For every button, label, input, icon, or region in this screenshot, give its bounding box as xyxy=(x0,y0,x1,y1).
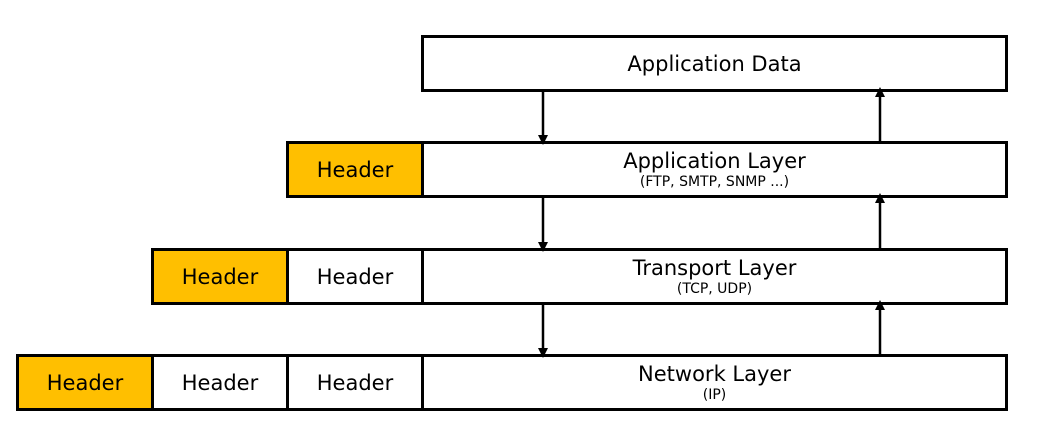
network-layer-label: Network Layer xyxy=(638,361,791,386)
application-layer-protocols: (FTP, SMTP, SNMP ...) xyxy=(639,173,790,190)
application-data-box: Application Data xyxy=(421,35,1008,92)
network-layer-inherited-header-2: Header xyxy=(286,354,424,411)
network-layer-header: Header xyxy=(16,354,154,411)
application-layer-box: Application Layer (FTP, SMTP, SNMP ...) xyxy=(421,141,1008,198)
transport-layer-label: Transport Layer xyxy=(632,255,797,280)
header-label: Header xyxy=(181,370,259,395)
application-layer-header: Header xyxy=(286,141,424,198)
application-layer-label: Application Layer xyxy=(623,148,806,173)
header-label: Header xyxy=(316,157,394,182)
transport-layer-box: Transport Layer (TCP, UDP) xyxy=(421,248,1008,305)
transport-layer-header: Header xyxy=(151,248,289,305)
application-data-label: Application Data xyxy=(627,51,802,76)
header-label: Header xyxy=(46,370,124,395)
header-label: Header xyxy=(316,370,394,395)
network-layer-inherited-header-1: Header xyxy=(151,354,289,411)
network-layer-protocols: (IP) xyxy=(702,386,727,403)
transport-layer-protocols: (TCP, UDP) xyxy=(676,280,753,297)
header-label: Header xyxy=(181,264,259,289)
transport-layer-inherited-header: Header xyxy=(286,248,424,305)
header-label: Header xyxy=(316,264,394,289)
network-layer-box: Network Layer (IP) xyxy=(421,354,1008,411)
